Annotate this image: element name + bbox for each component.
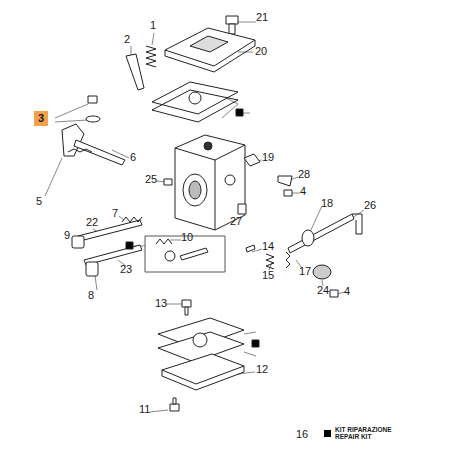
- callout-number: 21: [256, 12, 268, 23]
- callout-number: 7: [112, 208, 118, 219]
- callout-number: 15: [262, 270, 274, 281]
- callout-number: 4: [300, 186, 306, 197]
- legend-swatch: [324, 430, 331, 437]
- callout-number: 3: [38, 113, 44, 124]
- callout-number: 11: [139, 404, 150, 415]
- callout-number: 13: [155, 298, 167, 309]
- callout-number: 12: [256, 364, 268, 375]
- callout-number: 9: [64, 230, 70, 241]
- highlighted-callout: 3: [34, 111, 48, 126]
- callout-number: 2: [124, 34, 130, 45]
- callout-number: 22: [86, 217, 98, 228]
- callout-number: 5: [36, 196, 42, 207]
- callout-number: 25: [145, 174, 157, 185]
- callout-number: 17: [299, 266, 311, 277]
- legend-entry: KIT RIPARAZIONE REPAIR KIT: [324, 426, 395, 441]
- callout-number: 4: [344, 286, 350, 297]
- callout-number: 27: [230, 216, 242, 227]
- callout-number: 23: [120, 264, 132, 275]
- callout-number: 1: [150, 20, 156, 31]
- callout-number: 19: [262, 152, 274, 163]
- callout-number: 10: [181, 232, 193, 243]
- callout-number: 24: [317, 285, 329, 296]
- callout-number: 20: [255, 46, 267, 57]
- callout-number: 28: [298, 169, 310, 180]
- callout-number: 14: [262, 241, 274, 252]
- callout-number: 8: [88, 290, 94, 301]
- callout-number: 26: [364, 200, 376, 211]
- legend-text: KIT RIPARAZIONE REPAIR KIT: [335, 426, 395, 441]
- callout-number: 18: [321, 198, 333, 209]
- callout-number: 6: [130, 152, 136, 163]
- callout-number: 16: [296, 429, 308, 440]
